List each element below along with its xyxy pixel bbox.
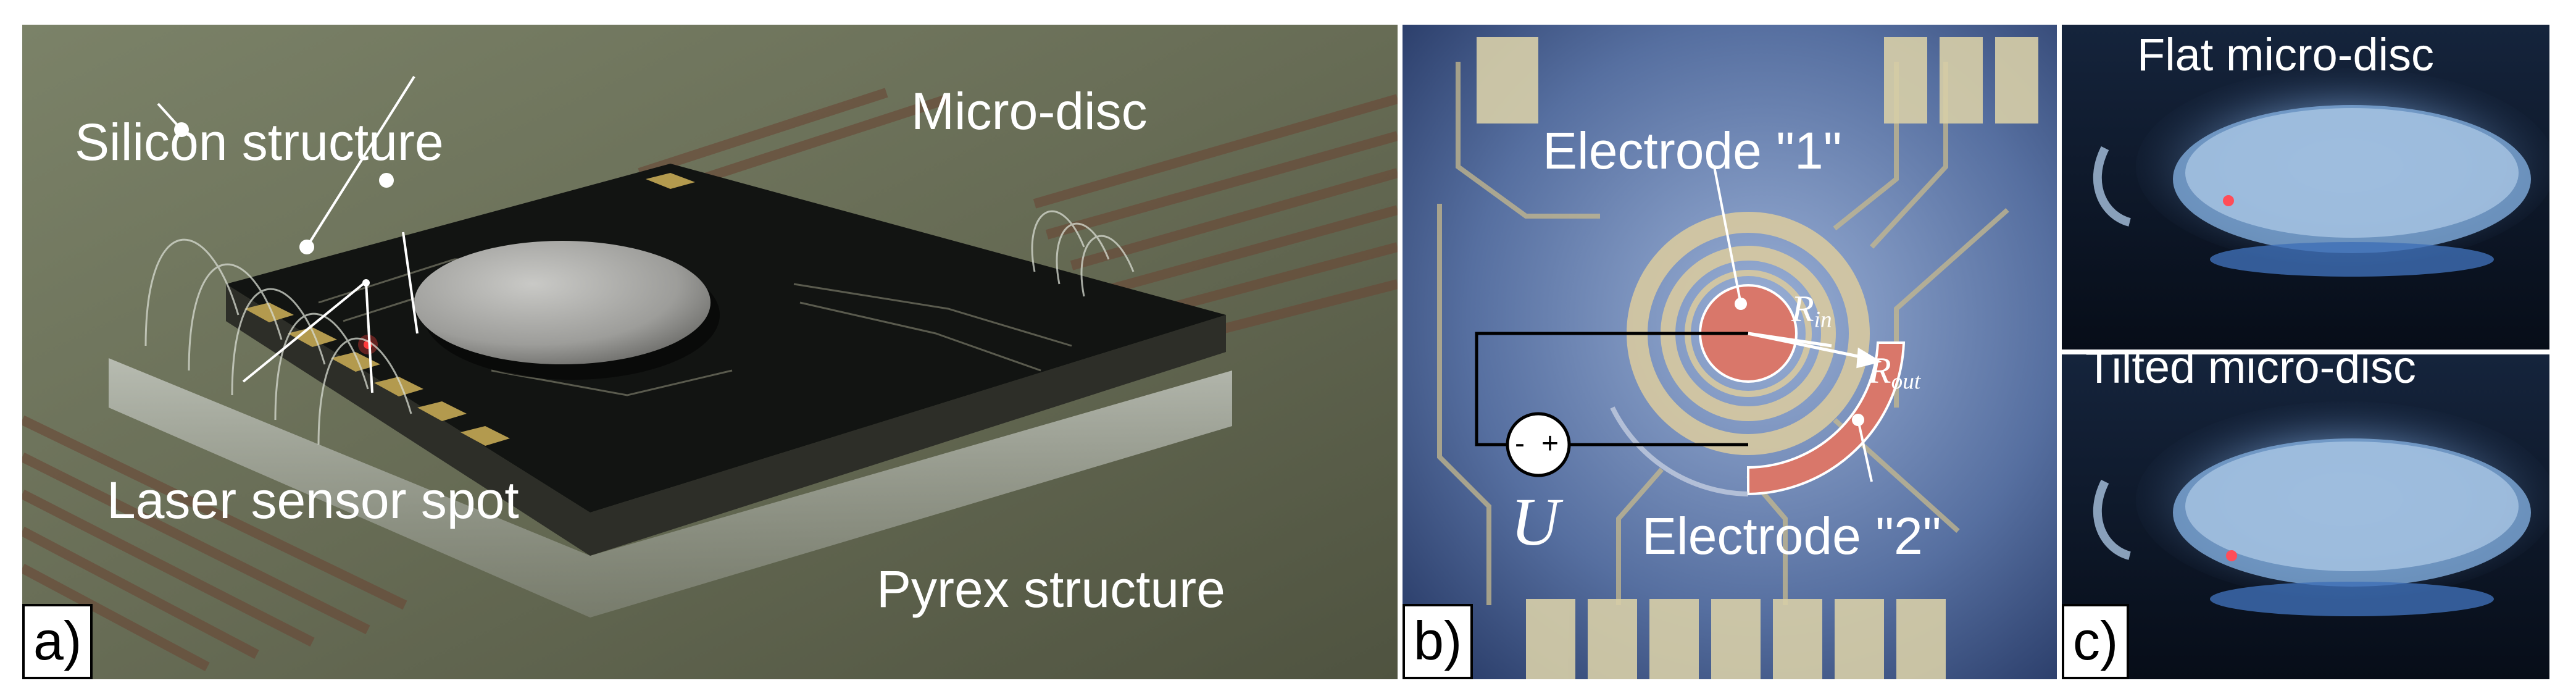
r-in-sub: in: [1814, 307, 1832, 333]
panel-c-illustration: [2062, 25, 2549, 679]
r-in-base: R: [1791, 288, 1814, 329]
panel-b-tag: b): [1403, 604, 1473, 679]
label-r-out: Rout: [1869, 352, 1920, 393]
label-pyrex-structure: Pyrex structure: [877, 560, 1225, 618]
label-electrode-1: Electrode "1": [1543, 122, 1842, 180]
panel-a-illustration: [22, 25, 1398, 679]
label-r-in: Rin: [1791, 290, 1832, 332]
panel-b-photo: Electrode "1" Electrode "2" Rin Rout U -…: [1403, 25, 2057, 679]
label-laser-sensor-spot: Laser sensor spot: [107, 471, 519, 529]
label-electrode-2: Electrode "2": [1642, 507, 1941, 565]
label-silicon-structure: Silicon structure: [75, 113, 444, 171]
panel-b-illustration: [1403, 25, 2057, 679]
panel-c-photos: Flat micro-disc Tilted micro-disc c): [2062, 25, 2549, 679]
r-out-base: R: [1869, 350, 1891, 391]
panel-c-tag: c): [2062, 604, 2130, 679]
label-flat-micro-disc: Flat micro-disc: [2137, 29, 2435, 80]
label-tilted-micro-disc: Tilted micro-disc: [2085, 341, 2416, 393]
panel-a-tag: a): [22, 604, 93, 679]
label-micro-disc: Micro-disc: [911, 82, 1148, 140]
panel-a-photo: Silicon structure Micro-disc Laser senso…: [22, 25, 1398, 679]
source-minus-sign: -: [1515, 427, 1525, 460]
label-voltage-u: U: [1511, 484, 1560, 559]
r-out-sub: out: [1891, 369, 1921, 395]
source-plus-sign: +: [1541, 427, 1559, 460]
